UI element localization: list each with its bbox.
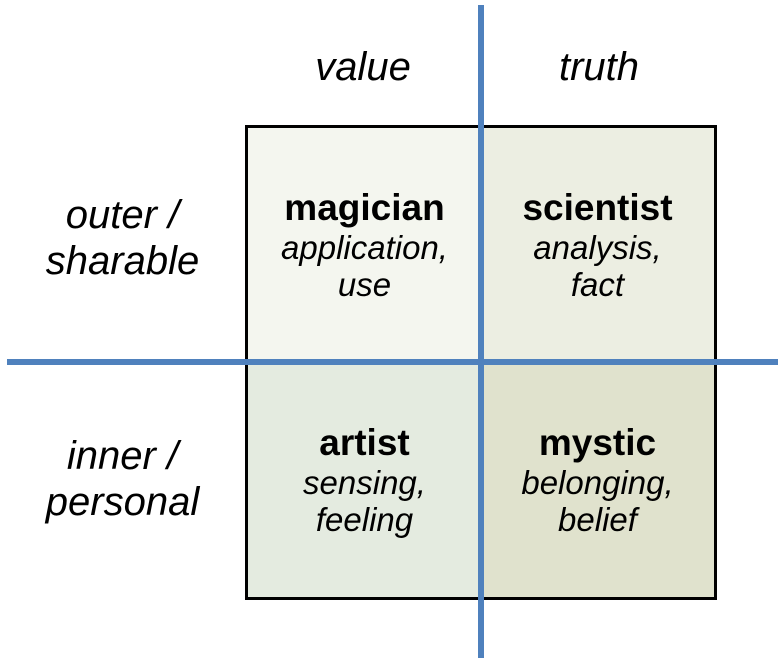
column-header-truth: truth (558, 45, 640, 89)
matrix-box: magician application, use scientist anal… (245, 125, 717, 600)
quadrant-description-line: belief (558, 500, 637, 538)
quadrant-description-line: analysis, (533, 229, 662, 267)
vertical-axis-line (478, 5, 484, 658)
horizontal-axis-line (7, 359, 778, 365)
quadrant-description-line: use (337, 266, 392, 304)
row-label-line: personal (45, 480, 200, 524)
row-label-line: inner / (66, 434, 179, 478)
quadrant-title: magician (284, 187, 445, 229)
row-label-inner-personal: inner / personal (0, 433, 245, 525)
quadrant-artist: artist sensing, feeling (248, 362, 481, 597)
quadrant-scientist: scientist analysis, fact (481, 128, 714, 363)
quadrant-magician: magician application, use (248, 128, 481, 363)
row-label-line: sharable (45, 239, 200, 283)
column-header-value: value (315, 45, 411, 89)
quadrant-description-line: sensing, (303, 463, 426, 501)
row-label-outer-sharable: outer / sharable (0, 192, 245, 284)
quadrant-description-line: feeling (315, 500, 414, 538)
quadrant-description-line: fact (570, 266, 625, 304)
quadrant-description-line: belonging, (521, 463, 674, 501)
quadrant-title: artist (319, 421, 410, 463)
quadrant-title: mystic (538, 421, 657, 463)
quadrant-description-line: application, (281, 229, 448, 267)
quadrant-title: scientist (522, 187, 673, 229)
quadrant-mystic: mystic belonging, belief (481, 362, 714, 597)
row-label-line: outer / (65, 193, 180, 237)
